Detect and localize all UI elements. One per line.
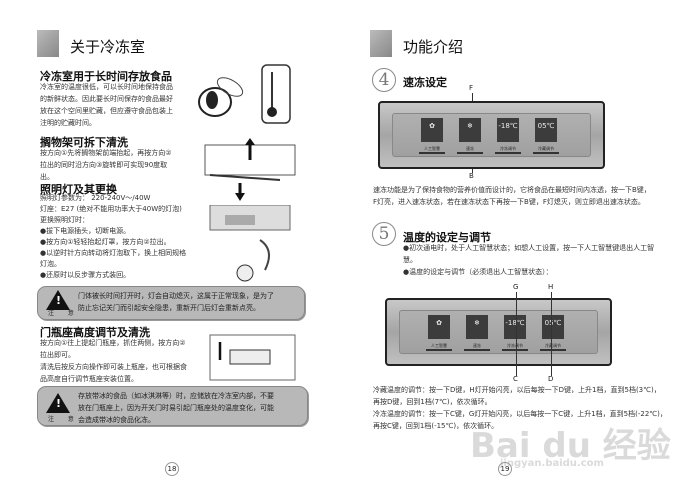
section-title: 照明灯及其更换 <box>40 183 117 196</box>
fridge-display: 05℃ <box>542 315 564 339</box>
key-label: 速冻 <box>457 146 483 154</box>
notice-text: 门体被长时间打开时，灯会自动熄灭，这属于正常现象，是为了防止忘记关门而引起安全隐… <box>78 292 274 312</box>
callout-line <box>551 292 552 376</box>
section-title: 温度的设定与调节 <box>403 231 491 244</box>
watermark-url: jingyan.baidu.com <box>500 458 604 469</box>
key-label: 速冻 <box>464 343 490 351</box>
callout-label: B <box>469 172 474 180</box>
callout-label: C <box>513 375 518 383</box>
key-label: 人工智慧 <box>426 343 452 351</box>
page-number: 18 <box>165 462 179 476</box>
header-square-icon <box>37 30 59 57</box>
page-number: 19 <box>498 462 512 476</box>
section-title: 速冻设定 <box>403 76 447 89</box>
shelf-removal-illustration <box>204 138 296 201</box>
callout-label: H <box>548 283 554 291</box>
frozen-food-illustration <box>198 64 291 124</box>
freezer-display: -18℃ <box>504 315 526 339</box>
key-label: 人工智慧 <box>419 146 445 154</box>
key-label: 冷藏调节 <box>533 146 559 154</box>
callout-label: D <box>548 375 554 383</box>
notice-box: ! 注 意 门体被长时间打开时，灯会自动熄灭，这属于正常现象，是为了防止忘记关门… <box>37 286 305 320</box>
notice-box: ! 注 意 存放带冰的食品（如冰淇淋等）时，应储放在冷冻室内部，不要放在门瓶座上… <box>37 386 308 426</box>
notice-text: 存放带冰的食品（如冰淇淋等）时，应储放在冷冻室内部，不要放在门瓶座上，因为开关门… <box>78 392 274 424</box>
section-title: 冷冻室用于长时间存放食品 <box>40 70 172 83</box>
notice-label: 注 意 <box>48 416 80 423</box>
callout-label: G <box>513 283 519 291</box>
section-title: 门瓶座高度调节及清洗 <box>40 326 150 339</box>
key-label: 冷冻调节 <box>502 343 528 351</box>
control-panel: ✿ ❄ -18℃ 05℃ 人工智慧 速冻 冷冻调节 冷藏调节 <box>378 101 605 169</box>
header-square-icon <box>370 30 392 57</box>
section-body: 速冻功能是为了保持食物的营养价值而设计的，它将食品在最短时间内冻透，按一下B键，… <box>373 186 651 206</box>
key-label: 冷冻调节 <box>495 146 521 154</box>
page-title: 功能介绍 <box>403 38 464 56</box>
quick-freeze-key[interactable]: ❄ <box>459 118 481 142</box>
section-body: 冷藏温度的调节：按一下D键，H灯开始闪亮，以后每按一下D键，上升1档，直到5档(… <box>373 386 667 430</box>
smart-mode-key[interactable]: ✿ <box>428 315 450 339</box>
callout-line <box>516 292 517 376</box>
section-number-badge: 5 <box>372 222 396 246</box>
lamp-replacement-illustration <box>209 205 291 282</box>
fridge-display: 05℃ <box>535 118 557 142</box>
smart-mode-key[interactable]: ✿ <box>421 118 443 142</box>
callout-label: F <box>469 84 474 92</box>
section-body: ●初次通电时，处于人工智慧状态；如想人工设置，按一下人工智慧键退出人工智 慧。●… <box>403 244 655 276</box>
freezer-display: -18℃ <box>497 118 519 142</box>
page-title: 关于冷冻室 <box>70 38 146 56</box>
control-panel: ✿ ❄ -18℃ 05℃ 人工智慧 速冻 冷冻调节 冷藏调节 <box>385 298 612 366</box>
quick-freeze-key[interactable]: ❄ <box>466 315 488 339</box>
watermark-logo: Bai du 经验 <box>470 426 671 466</box>
key-label: 冷藏调节 <box>540 343 566 351</box>
warning-icon: ! <box>46 393 70 413</box>
section-body: 冷冻室的温度很低，可以长时间地保持食品的新鲜状态。因此要长时间保存的食品最好放在… <box>40 83 173 127</box>
section-title: 搁物架可拆下清洗 <box>40 136 128 149</box>
notice-label: 注 意 <box>48 310 80 317</box>
section-number-badge: 4 <box>372 68 396 92</box>
bottle-rack-illustration <box>209 334 296 381</box>
warning-icon: ! <box>46 290 70 310</box>
